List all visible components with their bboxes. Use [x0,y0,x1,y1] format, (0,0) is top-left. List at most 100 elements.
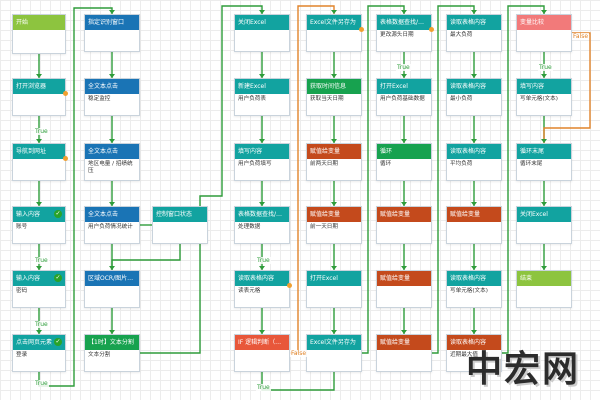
node-title: 读取表格内容 [235,271,289,286]
node-body [377,222,431,224]
node-input-password[interactable]: 输入内容 密码 ✓ [12,270,66,308]
node-title: 关闭Excel [517,207,571,222]
node-read-table[interactable]: 读取表格内容 读表元格 [234,270,292,308]
node-end[interactable]: 结束 [516,270,572,308]
node-body [447,222,501,224]
node-title: 新建Excel [235,79,289,94]
node-if-condition[interactable]: IF 逻辑判断（可... [234,334,290,372]
node-write-content[interactable]: 填写内容 用户负荷填写 [234,143,290,181]
node-title: 赋值给变量 [377,207,431,222]
node-title: 打开Excel [307,271,361,286]
node-title: 循环 [377,144,431,159]
node-read-recent[interactable]: 读取表格内容 近期最大值 [446,334,502,372]
node-assign-var-6[interactable]: 赋值给变量 [446,206,502,244]
node-navigate[interactable]: 导航到网址 [12,143,68,181]
node-body [13,30,65,32]
node-loop-end[interactable]: 循环末尾 循环末尾 [516,143,572,181]
node-body [307,30,361,32]
node-title: 赋值给变量 [447,207,501,222]
node-assign-var-5[interactable]: 赋值给变量 [376,334,432,372]
node-open-browser[interactable]: 打开浏览器 [12,78,68,116]
error-port-dot[interactable] [359,27,364,32]
node-title: 表格数据查找/替换 [377,15,431,30]
node-body: 循环 [380,161,392,167]
node-click-region[interactable]: 全文本点击 地区电量 / 招绩统压 [84,143,140,181]
node-assign-var-2[interactable]: 赋值给变量 前一天日期 [306,206,362,244]
node-body [85,286,139,288]
node-title: 读取表格内容 [447,144,501,159]
node-title: 关闭Excel [235,15,289,30]
node-window-state[interactable]: 控制窗口状态 [152,206,208,244]
node-body [377,350,431,352]
node-new-excel[interactable]: 新建Excel 用户负荷表 [234,78,290,116]
node-read-min[interactable]: 读取表格内容 最小负荷 [446,78,502,116]
node-click-stability[interactable]: 全文本点击 稳定监控 [84,78,140,116]
node-body: 地区电量 / 招绩统压 [88,161,133,174]
node-close-excel-2[interactable]: 关闭Excel [516,206,572,244]
branch-label-true: True [256,257,271,264]
node-assign-var-1[interactable]: 赋值给变量 前两天日期 [306,143,362,181]
node-ocr-region[interactable]: 区域OCR/图片文... [84,270,140,308]
node-body [13,159,65,161]
node-body [153,222,207,224]
connector-line [261,372,335,391]
node-input-account[interactable]: 输入内容 账号 ✓ [12,206,66,244]
node-assign-var-4[interactable]: 赋值给变量 [376,270,432,308]
node-title: 全文本点击 [85,207,139,222]
node-read-write-text[interactable]: 读取表格内容 写单元格(文本) [446,270,502,308]
error-port-dot[interactable] [429,27,434,32]
node-title: 导航到网址 [13,144,65,159]
node-title: 赋值给变量 [307,207,361,222]
node-loop[interactable]: 循环 循环 [376,143,432,181]
node-select-window[interactable]: 指定识别窗口 [84,14,140,52]
node-title: 结束 [517,271,571,286]
node-body [517,222,571,224]
node-get-time[interactable]: 获取时间信息 获取当天日期 [306,78,362,116]
node-excel-save-as[interactable]: Excel文件另存为 [306,14,364,52]
node-body: 近期最大值 [450,352,478,358]
node-close-excel[interactable]: 关闭Excel [234,14,290,52]
node-body [85,30,139,32]
node-open-excel-1[interactable]: 打开Excel [306,270,362,308]
node-body [517,30,571,32]
node-title: 打开Excel [377,79,431,94]
branch-label-true: True [256,384,271,391]
error-port-dot[interactable] [63,91,68,96]
error-port-dot[interactable] [63,156,68,161]
check-icon: ✓ [54,210,62,218]
node-text-split[interactable]: 【1时】文本分割 文本分割 [84,334,140,372]
watermark-logo: 中宏网 [466,348,581,390]
node-body: 读表元格 [238,288,261,294]
node-excel-save-as-2[interactable]: Excel文件另存为 [306,334,362,372]
branch-label-false: False [572,33,590,40]
node-title: 指定识别窗口 [85,15,139,30]
node-click-user-stats[interactable]: 全文本点击 用户负荷情况统计 [84,206,140,244]
node-assign-var-3[interactable]: 赋值给变量 [376,206,432,244]
node-open-excel-2[interactable]: 打开Excel 用户负荷基础数据 [376,78,432,116]
node-title: 循环末尾 [517,144,571,159]
node-body: 前一天日期 [310,224,338,230]
node-start[interactable]: 开始 [12,14,66,54]
node-write-cell[interactable]: 填写内容 写单元格(文本) [516,78,572,116]
node-title: 读取表格内容 [447,79,501,94]
node-body: 用户负荷表 [238,96,266,102]
node-body: 循环末尾 [520,161,543,167]
node-title: Excel文件另存为 [307,335,361,350]
node-body: 用户负荷基础数据 [380,96,425,102]
node-read-max[interactable]: 读取表格内容 最大负荷 [446,14,502,52]
node-body: 稳定监控 [88,96,111,102]
node-read-avg[interactable]: 读取表格内容 平均负荷 [446,143,502,181]
node-var-compare[interactable]: 变量比较 [516,14,572,52]
node-title: 全文本点击 [85,144,139,159]
error-port-dot[interactable] [287,283,292,288]
node-body: 用户负荷填写 [238,161,272,167]
node-title: 【1时】文本分割 [85,335,139,350]
branch-label-true: True [34,321,49,328]
node-click-login[interactable]: 点击网页元素 登录 ✓ [12,334,66,372]
node-title: 区域OCR/图片文... [85,271,139,286]
node-body [307,350,361,352]
node-find-replace-2[interactable]: 表格数据查找/替换 更改源头日期 [376,14,434,52]
node-title: 读取表格内容 [447,15,501,30]
node-find-replace[interactable]: 表格数据查找/替换 处理数据 [234,206,290,244]
